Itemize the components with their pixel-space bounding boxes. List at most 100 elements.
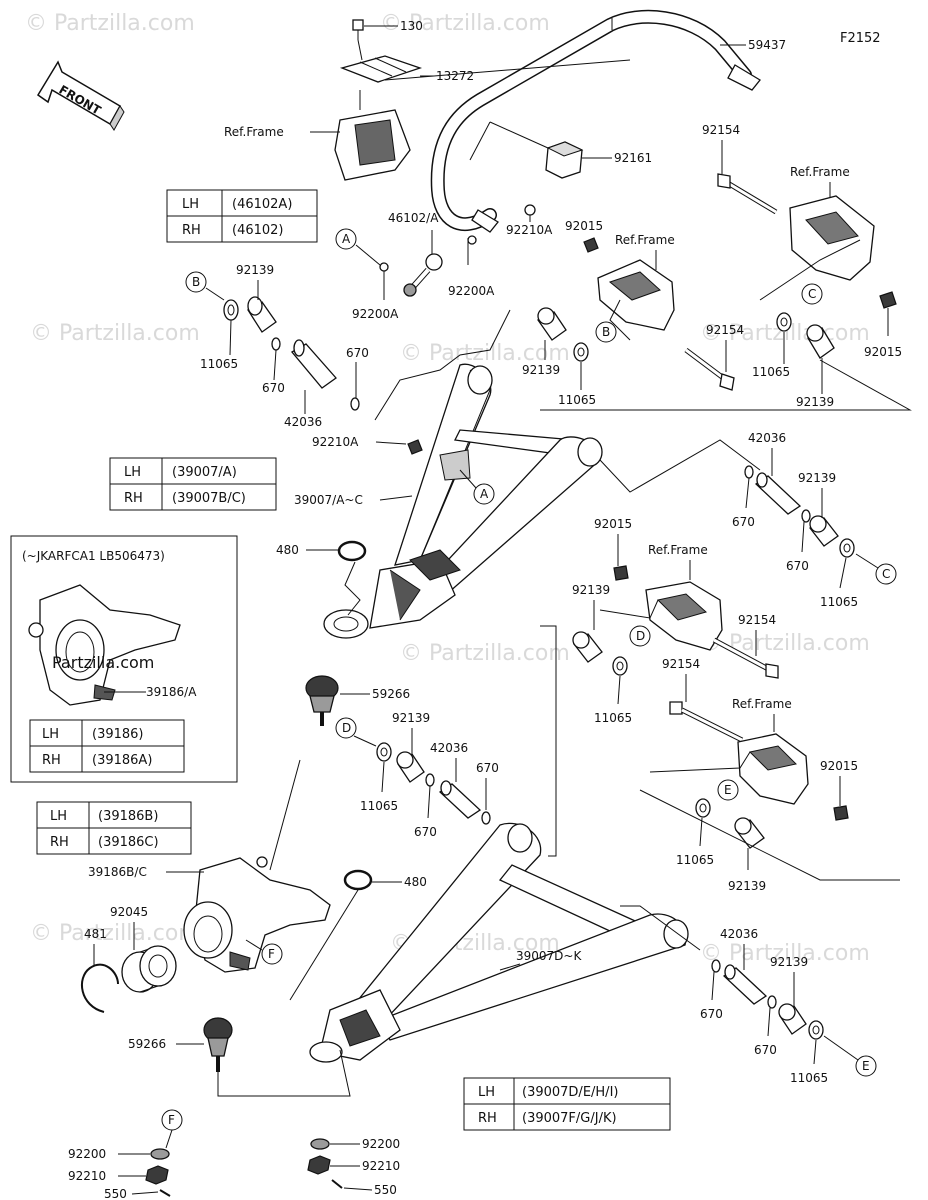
watermark: © Partzilla.com (400, 641, 570, 666)
part-label-92139: 92139 (572, 583, 610, 597)
part-label-11065: 11065 (820, 595, 858, 609)
table-cell: LH (50, 809, 67, 824)
watermark: Partzilla.com (52, 653, 154, 672)
circlip-481 (81, 963, 119, 1013)
table-cell: LH (478, 1085, 495, 1100)
collar-42036 (754, 472, 802, 515)
washer-92200A (379, 262, 389, 272)
part-label-11065: 11065 (200, 357, 238, 371)
callout-label: B (192, 275, 200, 289)
part-label-550: 550 (104, 1187, 127, 1200)
knuckle-39186 (28, 584, 181, 706)
nut-92015 (583, 237, 599, 253)
part-label-92200: 92200 (362, 1137, 400, 1151)
bushing-92139 (247, 296, 277, 333)
part-label-39186bc: 39186B/C (88, 865, 147, 879)
part-label-92210: 92210 (68, 1169, 106, 1183)
callout-c (801, 283, 823, 305)
o-ring-670 (744, 465, 754, 479)
part-label-92139: 92139 (728, 879, 766, 893)
callout-label: C (882, 567, 890, 581)
part-label-480: 480 (276, 543, 299, 557)
table-cell: (39186A) (92, 753, 152, 768)
watermark: © Partzilla.com (700, 941, 870, 966)
part-label-92154: 92154 (662, 657, 700, 671)
o-ring-670 (801, 509, 811, 523)
watermark: © Partzilla.com (700, 631, 870, 656)
table-cell: (39007F/G/J/K) (522, 1111, 617, 1126)
table-cell: (39186) (92, 727, 144, 742)
part-label-92015: 92015 (820, 759, 858, 773)
part-label-92154: 92154 (738, 613, 776, 627)
bushing-92139 (537, 307, 567, 341)
part-label-92210: 92210 (362, 1159, 400, 1173)
bracket-13272 (339, 55, 423, 83)
ref-frame-label: Ref.Frame (648, 543, 708, 557)
inset-title: (~JKARFCA1 LB506473) (22, 549, 165, 563)
figure-code: F2152 (840, 31, 881, 46)
callout-label: C (808, 287, 816, 301)
table-cell: (46102) (232, 223, 284, 238)
ref-frame-label: Ref.Frame (732, 697, 792, 711)
part-label-92139: 92139 (796, 395, 834, 409)
table-cell: (46102A) (232, 197, 292, 212)
part-label-39007-a-c: 39007/A~C (294, 493, 363, 507)
part-label-42036: 42036 (720, 927, 758, 941)
inset-box: (~JKARFCA1 LB506473) Partzilla.com 39186… (10, 535, 238, 783)
frame-bracket (789, 195, 875, 281)
part-label-11065: 11065 (594, 711, 632, 725)
callout-a (335, 228, 357, 250)
callout-b (185, 271, 207, 293)
part-label-11065: 11065 (558, 393, 596, 407)
frame-bracket (597, 259, 675, 331)
link-rod-46102 (403, 230, 443, 297)
part-label-130: 130 (400, 19, 423, 33)
o-ring-670 (425, 773, 435, 787)
frame-bracket (737, 733, 809, 805)
table-39007d: LH (39007D/E/H/I) RH (39007F/G/J/K) (463, 1077, 671, 1131)
part-label-670: 670 (414, 825, 437, 839)
part-label-670: 670 (262, 381, 285, 395)
collar-42036 (291, 339, 337, 389)
part-label-92210A: 92210A (506, 223, 553, 237)
o-ring-670 (350, 397, 360, 411)
bolt-92154 (717, 173, 778, 215)
part-label-92015: 92015 (565, 219, 603, 233)
part-label-39007d-k: 39007D~K (516, 949, 582, 963)
stabilizer-clamp (334, 109, 411, 181)
callout-label: F (268, 947, 275, 961)
washer-92200 (310, 1138, 330, 1150)
callout-label: F (168, 1113, 175, 1127)
table-cell: RH (50, 835, 69, 850)
bushing-92139 (778, 1003, 807, 1035)
part-label-92015: 92015 (594, 517, 632, 531)
part-label-92210A: 92210A (312, 435, 359, 449)
frame-bracket (645, 581, 723, 651)
part-label-92015: 92015 (864, 345, 902, 359)
part-label-670: 670 (786, 559, 809, 573)
table-cell: RH (182, 223, 201, 238)
callout-e (855, 1055, 877, 1077)
part-label-11065: 11065 (360, 799, 398, 813)
part-label-11065: 11065 (790, 1071, 828, 1085)
table-46102: LH (46102A) RH (46102) (166, 189, 318, 243)
ball-joint-59266 (305, 675, 339, 726)
nut-92015 (879, 291, 897, 309)
bolt-92154 (669, 701, 744, 743)
nut-92210A (407, 439, 423, 455)
part-label-670: 670 (346, 346, 369, 360)
callout-d (629, 625, 651, 647)
part-label-92200A: 92200A (352, 307, 399, 321)
nut-92210 (145, 1165, 169, 1185)
part-label-39186-a: 39186/A (146, 685, 197, 699)
ref-frame-label: Ref.Frame (790, 165, 850, 179)
nut-92015 (833, 805, 849, 821)
bushing-92139 (806, 324, 835, 359)
bushing-92139 (809, 515, 839, 547)
table-39007: LH (39007/A) RH (39007B/C) (109, 457, 277, 511)
part-label-59266: 59266 (372, 687, 410, 701)
callout-label: D (636, 629, 645, 643)
part-label-92139: 92139 (392, 711, 430, 725)
callout-label: E (724, 783, 732, 797)
part-label-13272: 13272 (436, 69, 474, 83)
